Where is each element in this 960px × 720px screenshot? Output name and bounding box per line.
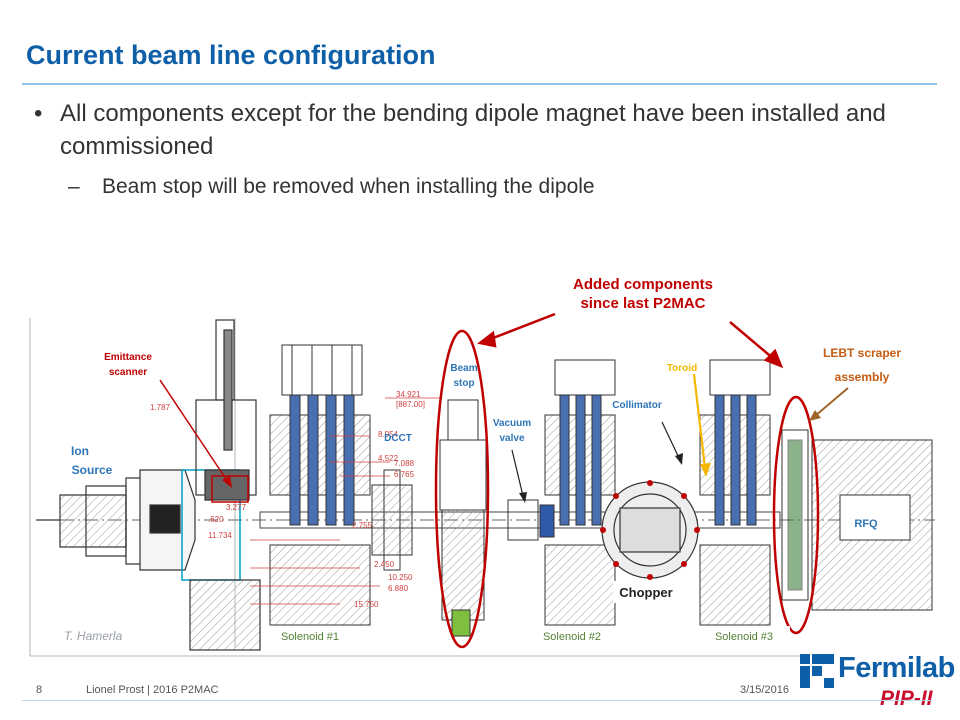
- lebt-scraper-drawing: [781, 429, 809, 601]
- lebt-scraper-highlight: [772, 395, 820, 635]
- emittance-arrowhead: [222, 476, 232, 488]
- ion-source-label: Ion: [71, 444, 89, 458]
- vacuum-valve-drawing: [507, 499, 555, 541]
- vacuum-valve-arrow: [511, 449, 524, 497]
- toroid-arrowhead: [700, 463, 711, 477]
- collimator-label: Collimator: [612, 400, 662, 411]
- toroid-label: Toroid: [667, 363, 697, 374]
- dim-label: 6.765: [394, 470, 415, 479]
- footer-author: Lionel Prost | 2016 P2MAC: [86, 684, 219, 696]
- lebt-arrow: [814, 387, 849, 417]
- dim-label: 15.750: [354, 600, 379, 609]
- collimator-arrow: [661, 421, 680, 459]
- dimension-text: 34.921 [887.00] 8.954 4.522 7.088 6.765 …: [150, 390, 425, 609]
- callout-line-2: since last P2MAC: [580, 295, 705, 312]
- fermilab-logo-text: Fermilab: [838, 652, 955, 684]
- vacuum-valve-label-2: valve: [499, 433, 524, 444]
- dim-label: .620: [208, 515, 224, 524]
- ion-source-label-2: Source: [72, 463, 113, 477]
- emittance-scanner-label: Emittance: [104, 352, 152, 363]
- fermilab-logo-icon: [800, 654, 834, 688]
- solenoid-1-label: Solenoid #1: [281, 631, 339, 643]
- dim-label: 10.250: [388, 573, 413, 582]
- title-divider: [22, 83, 937, 85]
- solenoid-2-drawing: [544, 359, 616, 626]
- vacuum-valve-label: Vacuum: [493, 418, 531, 429]
- bullet-marker: •: [34, 100, 43, 127]
- solenoid-3-drawing: [699, 359, 771, 626]
- dim-label: 8.954: [378, 430, 399, 439]
- dim-label: 2.755: [352, 521, 373, 530]
- chopper-label-box: [613, 581, 679, 603]
- slide-title: Current beam line configuration: [26, 40, 436, 70]
- dim-label: 2.450: [374, 560, 395, 569]
- solenoid-3-label-box: [700, 626, 790, 644]
- solenoid-2-label: Solenoid #2: [543, 631, 601, 643]
- solenoid-1-drawing: [269, 344, 371, 626]
- vacuum-valve-arrowhead: [519, 492, 527, 503]
- dim-label: 7.088: [394, 459, 415, 468]
- lebt-scraper-label-2: assembly: [835, 370, 890, 384]
- dim-label: 34.921: [396, 390, 421, 399]
- dim-label: [887.00]: [396, 400, 425, 409]
- credit-label: T. Hamerla: [64, 629, 123, 643]
- dim-label: 11.734: [208, 531, 232, 540]
- beam-stop-highlight: [434, 329, 490, 649]
- solenoid-2-label-box: [528, 626, 618, 644]
- lebt-scraper-label: LEBT scraper: [823, 346, 901, 360]
- rfq-label: RFQ: [854, 518, 878, 530]
- dim-label: 3.277: [226, 503, 247, 512]
- dim-label: 6.880: [388, 584, 409, 593]
- lebt-arrowhead: [809, 410, 821, 421]
- page-number: 8: [36, 684, 43, 696]
- dimension-lines: [250, 397, 440, 605]
- dim-label: 1.787: [150, 403, 171, 412]
- dcct-label: DCCT: [384, 433, 412, 444]
- chopper-label: Chopper: [619, 585, 672, 600]
- rfq-label-box: [848, 512, 908, 536]
- callout-arrows: [477, 312, 784, 369]
- chopper-drawing: [600, 480, 700, 580]
- bullet-text: All components except for the bending di…: [60, 100, 886, 160]
- beam-stop-label-2: stop: [453, 378, 474, 389]
- solenoid-3-label: Solenoid #3: [715, 631, 773, 643]
- sub-bullet-text: Beam stop will be removed when installin…: [102, 175, 595, 198]
- collimator-arrowhead: [675, 453, 683, 465]
- pip-ii-logo-text: PIP-II: [880, 687, 933, 710]
- beam-stop-label: Beam: [450, 363, 477, 374]
- dim-label: 4.522: [378, 454, 399, 463]
- solenoid-1-label-box: [262, 626, 358, 644]
- beam-pipe: [259, 511, 781, 529]
- callout-line-1: Added components: [573, 276, 713, 293]
- footer-date: 3/15/2016: [740, 684, 789, 696]
- sub-bullet-marker: –: [68, 175, 80, 198]
- emittance-scanner-label-2: scanner: [109, 367, 147, 378]
- emittance-arrow: [159, 379, 229, 483]
- dcct-drawing: [371, 469, 413, 571]
- toroid-arrow: [692, 373, 707, 469]
- ion-source-drawing: [36, 319, 261, 651]
- callout: Added components since last P2MAC: [573, 276, 713, 312]
- footer-divider: [22, 700, 932, 701]
- beam-stop-drawing: [439, 399, 487, 637]
